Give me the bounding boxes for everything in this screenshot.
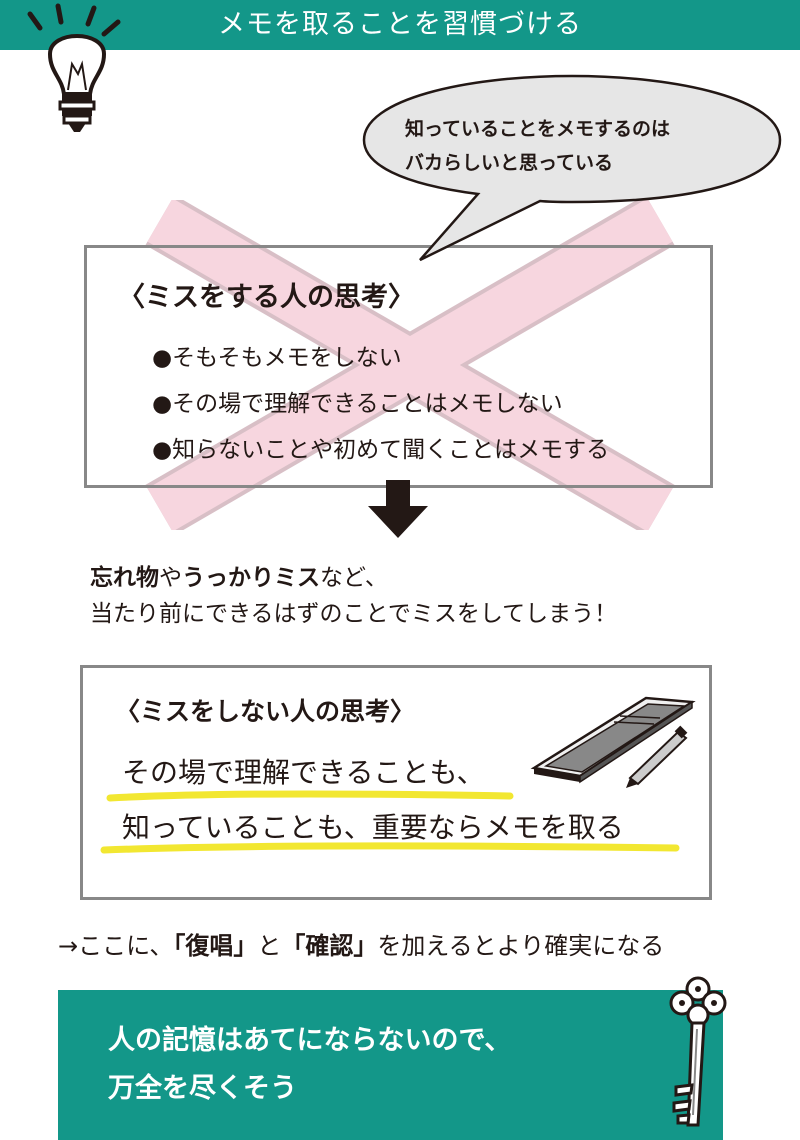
summary-line-2: 万全を尽くそう <box>108 1073 297 1104</box>
result-emphasis: うっかりミス <box>182 565 320 591</box>
header-band <box>0 0 800 50</box>
highlight-underlines <box>100 790 680 854</box>
mistake-item: ●その場で理解できることはメモしない <box>152 391 563 417</box>
result-line-1: 忘れ物やうっかりミスなど、 <box>90 558 388 592</box>
key-icon <box>669 976 727 1127</box>
down-arrow-icon <box>368 480 428 538</box>
good-line-1: その場で理解できることも、 <box>122 756 485 789</box>
footnote-text: と <box>257 932 282 960</box>
result-line-2: 当たり前にできるはずのことでミスをしてしまう！ <box>90 601 618 627</box>
notebook-pen-icon <box>530 696 696 788</box>
summary-line-1: 人の記憶はあてにならないので、 <box>108 1025 512 1056</box>
speech-bubble-line: 知っていることをメモするのは <box>405 118 671 140</box>
summary-box <box>58 990 723 1140</box>
cross-mark <box>145 200 675 530</box>
mistake-item: ●そもそもメモをしない <box>152 345 402 371</box>
result-text: や <box>159 565 182 591</box>
mistake-item: ●知らないことや初めて聞くことはメモする <box>152 437 610 463</box>
speech-bubble-line: バカらしいと思っている <box>405 152 614 174</box>
footnote-term: 「確認」 <box>281 932 378 960</box>
good-box <box>80 665 712 900</box>
mistake-box-title: 〈ミスをする人の思考〉 <box>118 282 415 313</box>
good-line-2: 知っていることも、重要ならメモを取る <box>122 811 624 844</box>
page-title: メモを取ることを習慣づける <box>218 9 582 40</box>
footnote-text: →ここに、 <box>58 932 174 960</box>
footnote: →ここに、「復唱」と「確認」を加えるとより確実になる <box>58 926 664 961</box>
light-bulb-icon <box>27 3 121 132</box>
footnote-text: を加えるとより確実になる <box>377 932 665 960</box>
speech-bubble <box>362 74 782 262</box>
footnote-term: 「復唱」 <box>173 932 258 960</box>
result-text: など、 <box>320 565 388 591</box>
speech-bubble-text: 知っていることをメモするのは バカらしいと思っている <box>405 112 765 180</box>
good-box-title: 〈ミスをしない人の思考〉 <box>115 697 416 726</box>
result-emphasis: 忘れ物 <box>90 565 159 591</box>
